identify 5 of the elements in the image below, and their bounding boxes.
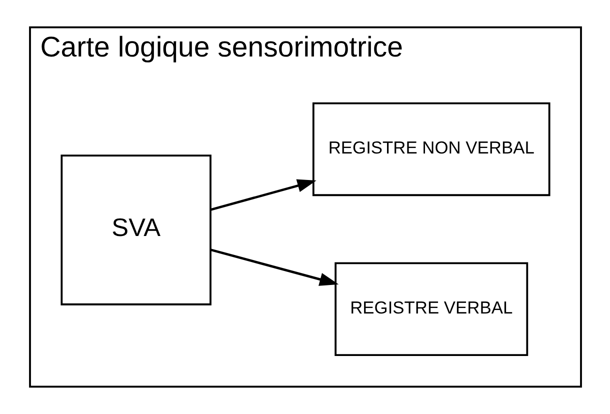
arrow bbox=[210, 248, 338, 286]
node-box: REGISTRE VERBAL bbox=[334, 262, 528, 356]
node-box: REGISTRE NON VERBAL bbox=[312, 102, 550, 196]
arrow bbox=[210, 179, 316, 211]
node-box: SVA bbox=[60, 154, 211, 306]
